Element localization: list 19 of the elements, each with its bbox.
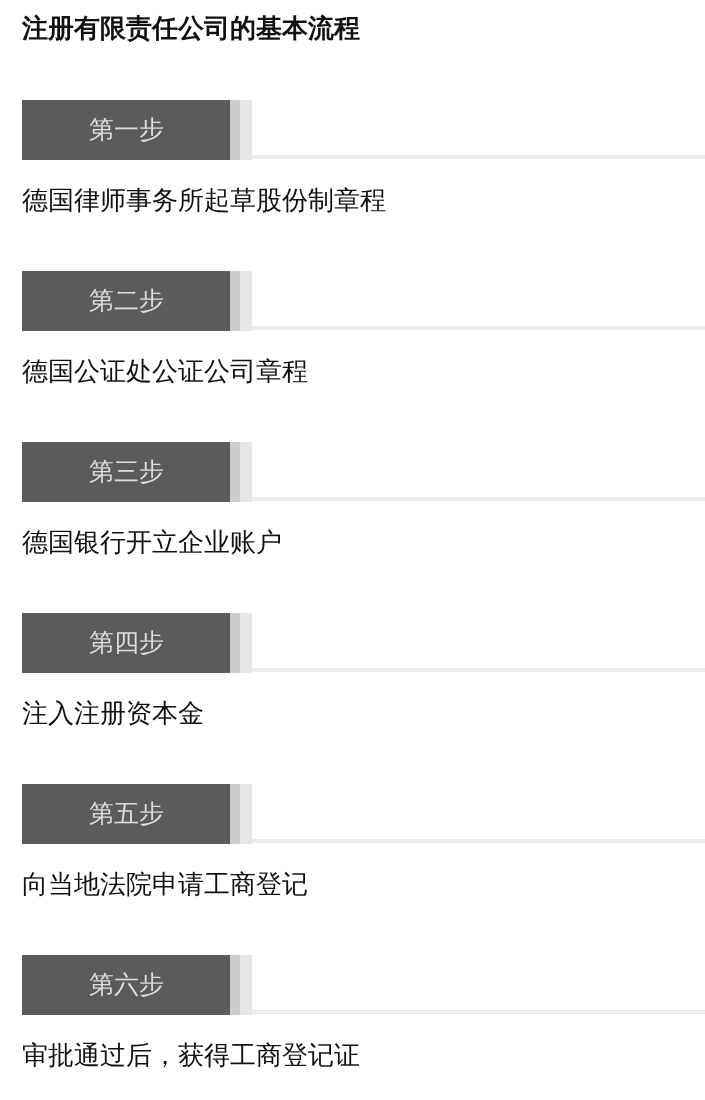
page-title: 注册有限责任公司的基本流程 xyxy=(22,12,360,45)
step-band xyxy=(22,613,230,673)
step-description: 德国公证处公证公司章程 xyxy=(22,355,308,388)
step-title: 第六步 xyxy=(88,970,164,1000)
step-band xyxy=(22,784,230,844)
step-band xyxy=(22,955,230,1015)
step-band xyxy=(22,271,230,331)
step-title: 第五步 xyxy=(88,799,164,829)
step-title: 第一步 xyxy=(88,115,164,145)
step-description: 德国律师事务所起草股份制章程 xyxy=(22,184,386,217)
step-title: 第二步 xyxy=(88,286,164,316)
step-band xyxy=(22,442,230,502)
step-title: 第三步 xyxy=(88,457,164,487)
step-description: 向当地法院申请工商登记 xyxy=(22,868,308,901)
step-description: 注入注册资本金 xyxy=(22,697,204,730)
step-description: 德国银行开立企业账户 xyxy=(22,526,282,559)
step-title: 第四步 xyxy=(88,628,164,658)
step-band xyxy=(22,100,230,160)
step-description: 审批通过后，获得工商登记证 xyxy=(22,1039,360,1072)
